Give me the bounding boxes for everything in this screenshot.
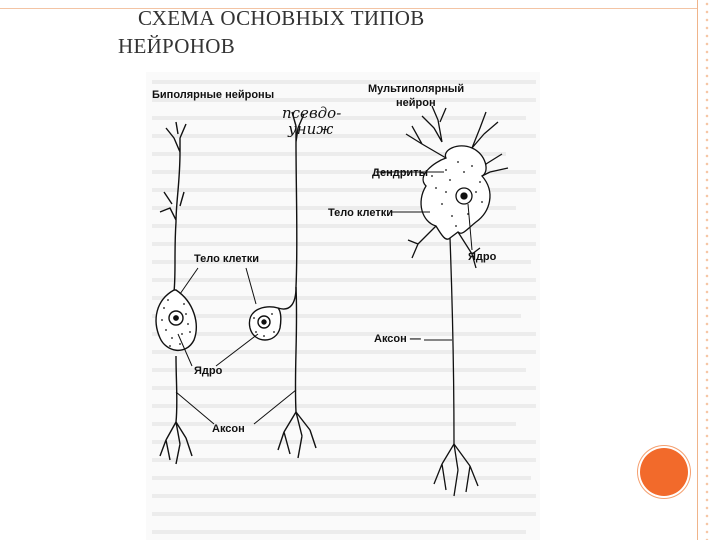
neuron-diagram: Биполярные нейроны Мультиполярный нейрон… [146, 72, 540, 540]
background-text-texture [146, 72, 540, 540]
label-axon-right: Аксон — [374, 333, 421, 345]
label-multipolar-1: Мультиполярный [368, 83, 464, 95]
label-nucleus-right: Ядро [468, 251, 497, 263]
title-line-1: СХЕМА ОСНОВНЫХ ТИПОВ [138, 6, 425, 30]
multipolar-stipple [431, 161, 483, 227]
label-dendrites: Дендриты [372, 167, 428, 179]
label-nucleus-left: Ядро [194, 365, 223, 377]
label-axon-left: Аксон [212, 423, 245, 435]
slide-title: СХЕМА ОСНОВНЫХ ТИПОВ НЕЙРОНОВ [118, 4, 658, 60]
bipolar-neuron [155, 121, 197, 465]
orange-accent-circle [640, 448, 688, 496]
label-cell-body-right: Тело клетки [328, 207, 393, 219]
multipolar-neuron [405, 105, 509, 497]
neuron-diagram-svg: Биполярные нейроны Мультиполярный нейрон… [146, 72, 540, 540]
label-multipolar-2: нейрон [396, 97, 436, 109]
label-cell-body-left: Тело клетки [194, 253, 259, 265]
slide-frame-right [697, 0, 698, 540]
pseudounipolar-neuron [248, 111, 317, 459]
label-bipolar: Биполярные нейроны [152, 89, 274, 101]
handwritten-note-1: псевдо- [282, 104, 341, 122]
handwritten-note-2: униж [287, 120, 333, 138]
slide-frame-dots [703, 0, 711, 540]
title-line-2: НЕЙРОНОВ [118, 34, 235, 58]
slide-frame-top [0, 8, 698, 9]
pointer-lines [175, 171, 473, 425]
bipolar-stipple [161, 299, 191, 347]
pseudounipolar-stipple [253, 313, 275, 337]
